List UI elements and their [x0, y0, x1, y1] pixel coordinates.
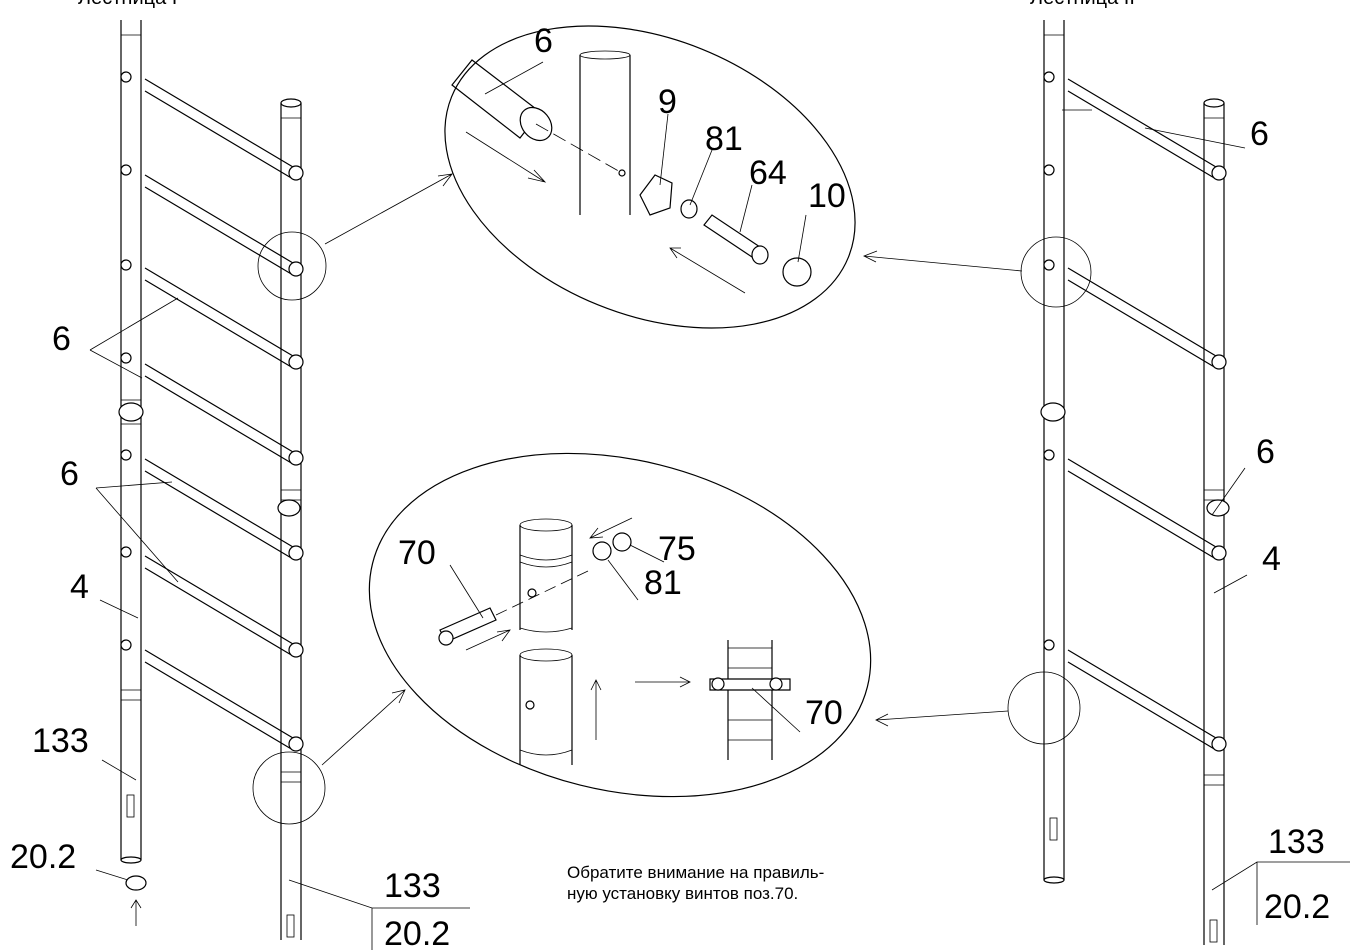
bottom-label-70a: 70 [398, 534, 436, 572]
bottom-label-75: 75 [658, 530, 696, 568]
right-rung-bolts [1043, 71, 1227, 752]
right-front-upright [1203, 98, 1230, 945]
left-fraction-bottom: 20.2 [384, 915, 450, 950]
bottom-label-81: 81 [644, 564, 682, 602]
left-leaders [89, 297, 470, 950]
right-label-4: 4 [1262, 540, 1281, 578]
left-label-6b: 6 [60, 455, 79, 493]
left-front-upright [277, 98, 302, 940]
top-detail [324, 25, 1023, 329]
top-label-9: 9 [658, 83, 677, 121]
left-ladder-title: Лестница I [78, 0, 177, 9]
right-label-6a: 6 [1250, 115, 1269, 153]
right-leaders [1062, 109, 1350, 925]
left-label-4: 4 [70, 568, 89, 606]
left-foot-arrow [130, 899, 142, 926]
top-label-10: 10 [808, 177, 846, 215]
left-foot-cap [125, 875, 147, 891]
note-line-2: ную установку винтов поз.70. [567, 884, 799, 903]
bottom-label-70b: 70 [805, 694, 843, 732]
right-fraction-bottom: 20.2 [1264, 888, 1330, 926]
left-detail-circle-bottom [252, 751, 326, 825]
top-label-81: 81 [705, 120, 743, 158]
top-label-64: 64 [749, 154, 787, 192]
right-detail-circle-bottom [1007, 671, 1081, 745]
left-rear-upright [118, 20, 144, 864]
right-rungs [1067, 78, 1217, 751]
left-label-6a: 6 [52, 320, 71, 358]
right-ladder [1007, 20, 1350, 945]
note-line-1: Обратите внимание на правиль- [567, 863, 825, 882]
right-fraction-top: 133 [1268, 823, 1325, 861]
right-label-6b: 6 [1256, 433, 1275, 471]
left-rungs [144, 78, 294, 751]
left-fraction-top: 133 [384, 867, 441, 905]
top-label-6: 6 [534, 22, 553, 60]
right-rear-upright [1040, 20, 1066, 884]
left-label-133: 133 [32, 722, 89, 760]
left-label-20-2: 20.2 [10, 838, 76, 876]
right-detail-circle-top [1020, 236, 1092, 308]
left-rung-bolts [120, 71, 304, 752]
left-ladder [89, 20, 470, 950]
right-ladder-title: Лестница II [1030, 0, 1135, 9]
left-detail-circle-top [257, 231, 327, 301]
installation-note: Обратите внимание на правиль- ную устано… [567, 862, 907, 904]
bottom-detail [321, 452, 1009, 798]
